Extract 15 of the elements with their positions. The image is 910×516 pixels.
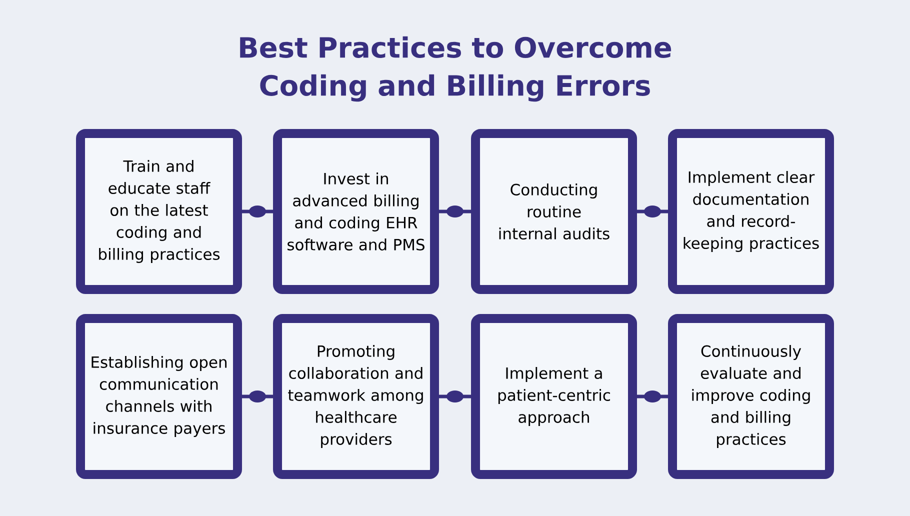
connector xyxy=(242,390,273,402)
practice-box: Continuously evaluate and improve coding and billing practices xyxy=(668,314,834,479)
connector xyxy=(439,206,471,218)
practice-box: Promoting collaboration and teamwork among healthcare providers xyxy=(273,314,439,479)
practice-box: Train and educate staff on the latest coding and billing practices xyxy=(76,129,242,294)
title: Best Practices to Overcome Coding and Billing Errors xyxy=(240,36,672,102)
connector xyxy=(637,206,668,218)
practice-box: Implement clear documentation and record-keeping practices xyxy=(668,129,834,294)
practice-box: Conducting routine internal audits xyxy=(471,129,637,294)
connector xyxy=(242,206,273,218)
connector xyxy=(637,390,668,402)
practice-box: Establishing open communication channels with insurance payers xyxy=(76,314,242,479)
connector xyxy=(439,390,471,402)
practice-box: Invest in advanced billing and coding EHR software and PMS xyxy=(273,129,439,294)
practice-box: Implement a patient-centric approach xyxy=(471,314,637,479)
